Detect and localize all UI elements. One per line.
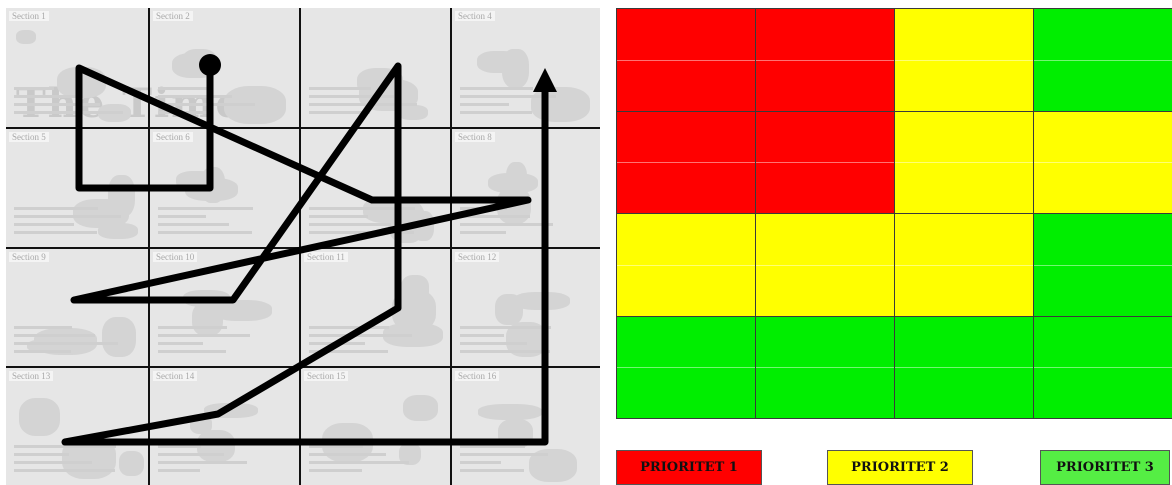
legend-priority-1-label: PRIORITET 1: [640, 460, 738, 475]
heat-cell-priority-2: [616, 213, 756, 317]
heat-cell-priority-3: [1033, 316, 1172, 420]
heat-cell-priority-1: [616, 111, 756, 215]
heat-cell-priority-2: [894, 213, 1034, 317]
heat-cell-priority-3: [755, 316, 895, 420]
heat-cell-midline: [895, 265, 1033, 266]
heat-cell-midline: [756, 367, 894, 368]
heat-cell-priority-1: [616, 8, 756, 112]
heat-cell-priority-3: [894, 316, 1034, 420]
heat-cell-priority-2: [894, 8, 1034, 112]
heat-cell-priority-1: [755, 8, 895, 112]
heat-cell-priority-2: [1033, 111, 1172, 215]
heat-cell-midline: [895, 367, 1033, 368]
heat-cell-midline: [895, 162, 1033, 163]
heat-cell-priority-2: [755, 213, 895, 317]
legend-priority-3: PRIORITET 3: [1040, 450, 1170, 485]
heat-cell-priority-3: [1033, 8, 1172, 112]
legend-priority-1: PRIORITET 1: [616, 450, 762, 485]
legend-priority-3-label: PRIORITET 3: [1056, 460, 1154, 475]
legend-priority-2: PRIORITET 2: [827, 450, 973, 485]
path-start-dot: [199, 54, 221, 76]
heat-cell-midline: [756, 162, 894, 163]
heat-cell-priority-3: [1033, 213, 1172, 317]
heat-cell-midline: [756, 265, 894, 266]
heat-cell-midline: [617, 367, 755, 368]
heat-cell-midline: [1034, 162, 1172, 163]
heat-cell-midline: [617, 162, 755, 163]
eye-tracking-path: [6, 8, 600, 485]
scan-path-line: [65, 66, 545, 442]
legend-priority-2-label: PRIORITET 2: [851, 460, 949, 475]
heat-cell-midline: [1034, 367, 1172, 368]
heat-cell-midline: [1034, 265, 1172, 266]
heat-cell-midline: [895, 60, 1033, 61]
priority-heat-grid: [616, 8, 1172, 418]
heat-cell-priority-3: [616, 316, 756, 420]
path-end-arrowhead-icon: [533, 68, 557, 92]
heat-cell-midline: [617, 60, 755, 61]
heat-cell-midline: [1034, 60, 1172, 61]
heat-cell-midline: [756, 60, 894, 61]
heat-cell-priority-1: [755, 111, 895, 215]
heat-cell-midline: [617, 265, 755, 266]
heat-cell-priority-2: [894, 111, 1034, 215]
